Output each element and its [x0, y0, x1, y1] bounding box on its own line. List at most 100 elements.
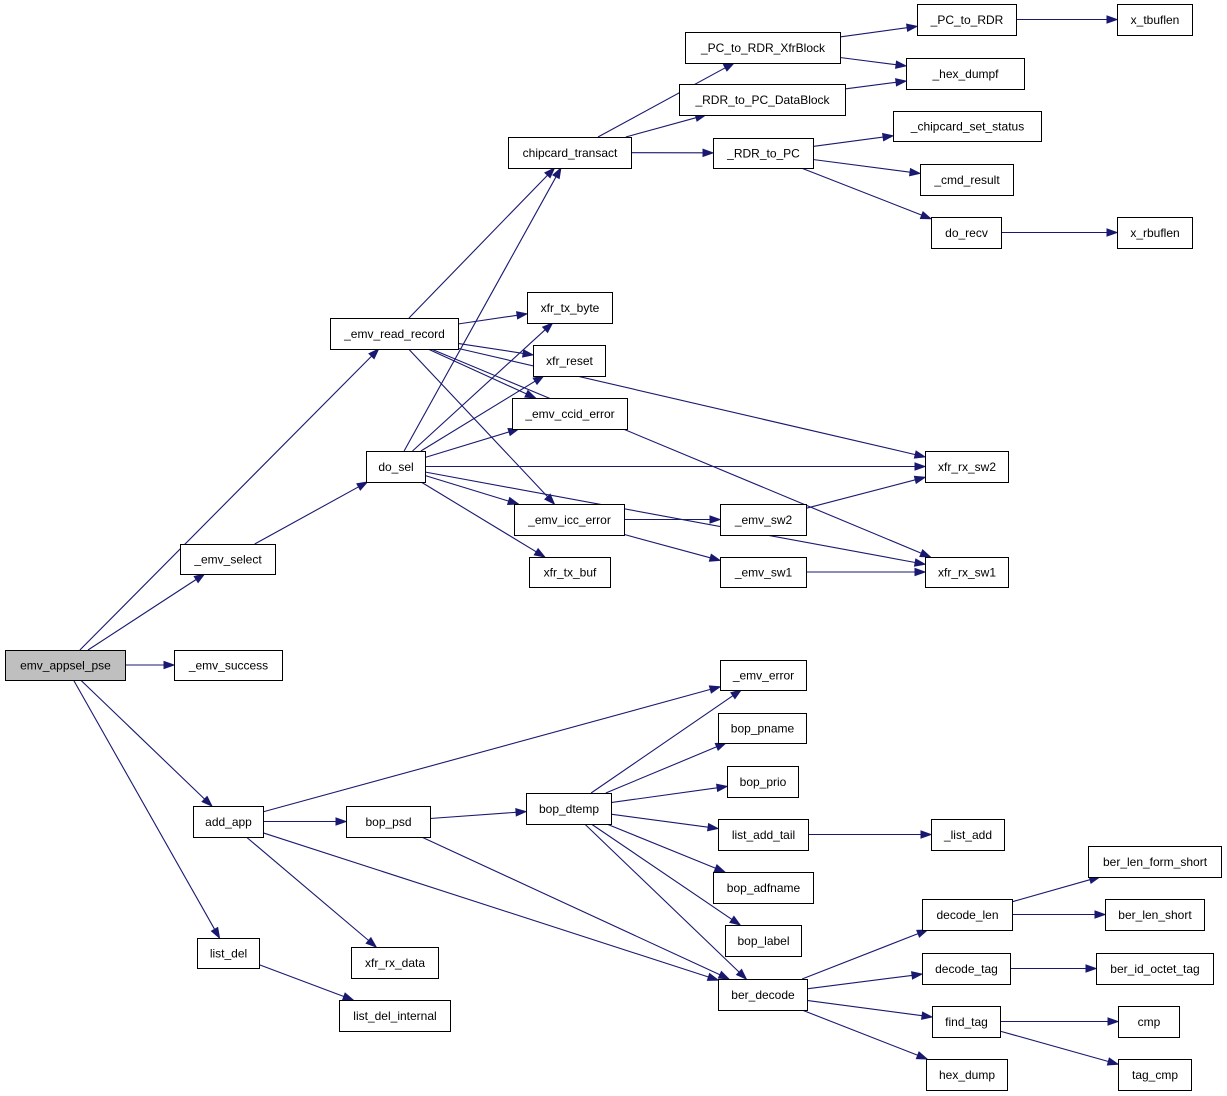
node-xfr-rx-sw1[interactable]: xfr_rx_sw1 [925, 557, 1009, 588]
node-label: do_sel [378, 460, 413, 474]
node-tag-cmp[interactable]: tag_cmp [1118, 1059, 1192, 1091]
node-xfr-reset[interactable]: xfr_reset [533, 345, 606, 377]
node-ber-len-form-short[interactable]: ber_len_form_short [1088, 846, 1222, 878]
arrowhead [708, 553, 722, 562]
node-list-del-internal[interactable]: list_del_internal [339, 1000, 451, 1032]
node-emv-success[interactable]: _emv_success [174, 650, 283, 681]
node-label: _emv_select [193, 553, 262, 567]
node-label: cmp [1138, 1015, 1161, 1029]
node-emv-read-record[interactable]: _emv_read_record [330, 318, 459, 350]
node-x-tbuflen[interactable]: x_tbuflen [1117, 4, 1193, 36]
node-cmp[interactable]: cmp [1118, 1006, 1180, 1038]
node-box [727, 766, 799, 798]
node-bop-adfname[interactable]: bop_adfname [713, 872, 814, 904]
node-pc-to-rdr-xfrblock[interactable]: _PC_to_RDR_XfrBlock [685, 32, 841, 64]
edge-ber_decode-to-decode_tag [806, 971, 924, 990]
node-bop-pname[interactable]: bop_pname [718, 713, 807, 744]
node-chipcard-set-status[interactable]: _chipcard_set_status [893, 111, 1042, 142]
node-box [527, 292, 613, 324]
arrowhead [1106, 1057, 1120, 1066]
node-box [917, 4, 1017, 36]
node-bop-label[interactable]: bop_label [725, 925, 802, 957]
node-emv-error[interactable]: _emv_error [720, 660, 807, 691]
arrowhead [552, 166, 562, 180]
arrowhead [1107, 1017, 1120, 1026]
node-hex-dump[interactable]: hex_dump [926, 1059, 1008, 1091]
node-xfr-tx-buf[interactable]: xfr_tx_buf [529, 557, 611, 588]
arrowhead [729, 915, 742, 926]
node-ber-decode[interactable]: ber_decode [718, 979, 808, 1011]
node-label: ber_len_short [1118, 908, 1192, 922]
arrowhead [524, 389, 537, 399]
edge-emv_appsel_pse-to-add_app [80, 679, 213, 808]
arrowhead [730, 689, 743, 700]
node-label: xfr_rx_sw2 [938, 460, 996, 474]
node-decode-tag[interactable]: decode_tag [922, 953, 1011, 985]
node-emv-appsel-pse[interactable]: emv_appsel_pse [5, 650, 126, 681]
arrowhead [201, 795, 213, 808]
node-box [529, 557, 611, 588]
node-find-tag[interactable]: find_tag [932, 1006, 1001, 1038]
node-box [1118, 1006, 1180, 1038]
node-bop-psd[interactable]: bop_psd [346, 806, 431, 838]
node-emv-sw2[interactable]: _emv_sw2 [720, 504, 807, 536]
node-hex-dumpf[interactable]: _hex_dumpf [906, 58, 1025, 90]
node-box [514, 504, 625, 536]
node-emv-sw1[interactable]: _emv_sw1 [720, 557, 807, 588]
node-decode-len[interactable]: decode_len [922, 899, 1013, 931]
node-emv-icc-error[interactable]: _emv_icc_error [514, 504, 625, 536]
edge-do_sel-to-chipcard_transact [403, 166, 562, 452]
node-box [725, 925, 802, 957]
node-label: _emv_ccid_error [524, 407, 614, 421]
edge-emv_read_record-to-xfr_reset [457, 342, 535, 358]
arrowhead [921, 1011, 934, 1020]
node-label: xfr_reset [546, 354, 593, 368]
node-ber-len-short[interactable]: ber_len_short [1105, 899, 1205, 931]
node-x-rbuflen[interactable]: x_rbuflen [1117, 217, 1193, 249]
node-bop-dtemp[interactable]: bop_dtemp [526, 793, 612, 825]
node-list-add[interactable]: _list_add [931, 819, 1005, 851]
edge-rdr_to_pc-to-do_recv [801, 167, 933, 220]
node-xfr-rx-sw2[interactable]: xfr_rx_sw2 [925, 451, 1009, 483]
arrowhead [708, 685, 722, 694]
node-do-recv[interactable]: do_recv [931, 217, 1002, 249]
node-emv-select[interactable]: _emv_select [180, 544, 276, 575]
node-box [1105, 899, 1205, 931]
arrowhead [895, 60, 908, 69]
arrowhead [914, 567, 927, 577]
node-rdr-to-pc[interactable]: _RDR_to_PC [713, 138, 814, 169]
node-xfr-tx-byte[interactable]: xfr_tx_byte [527, 292, 613, 324]
edge-pc_to_rdr-to-x_tbuflen [1016, 15, 1119, 24]
node-label: _emv_sw1 [734, 566, 793, 580]
node-ber-id-octet-tag[interactable]: ber_id_octet_tag [1096, 953, 1214, 985]
node-label: do_recv [945, 226, 988, 240]
node-xfr-rx-data[interactable]: xfr_rx_data [351, 947, 439, 979]
node-cmd-result[interactable]: _cmd_result [920, 164, 1014, 196]
arrowhead [515, 808, 528, 817]
node-box [925, 557, 1009, 588]
node-box [906, 58, 1025, 90]
node-chipcard-transact[interactable]: chipcard_transact [508, 137, 632, 169]
arrowhead [911, 971, 924, 980]
arrowhead [913, 475, 927, 485]
arrowhead [915, 1051, 929, 1060]
node-label: add_app [205, 815, 252, 829]
node-box [720, 660, 807, 691]
edge-ber_decode-to-decode_len [801, 929, 929, 980]
edge-do_sel-to-xfr_rx_sw2 [425, 462, 927, 471]
node-list-del[interactable]: list_del [197, 938, 260, 969]
node-box [193, 806, 264, 838]
node-emv-ccid-error[interactable]: _emv_ccid_error [512, 398, 628, 430]
node-list-add-tail[interactable]: list_add_tail [718, 819, 809, 851]
node-box [720, 557, 807, 588]
node-do-sel[interactable]: do_sel [366, 451, 426, 483]
node-box [720, 504, 807, 536]
node-bop-prio[interactable]: bop_prio [727, 766, 799, 798]
node-box [180, 544, 276, 575]
node-pc-to-rdr[interactable]: _PC_to_RDR [917, 4, 1017, 36]
node-label: _emv_error [732, 669, 794, 683]
node-box [713, 872, 814, 904]
node-label: _emv_read_record [343, 327, 445, 341]
node-add-app[interactable]: add_app [193, 806, 264, 838]
node-rdr-to-pc-datablock[interactable]: _RDR_to_PC_DataBlock [679, 84, 846, 116]
